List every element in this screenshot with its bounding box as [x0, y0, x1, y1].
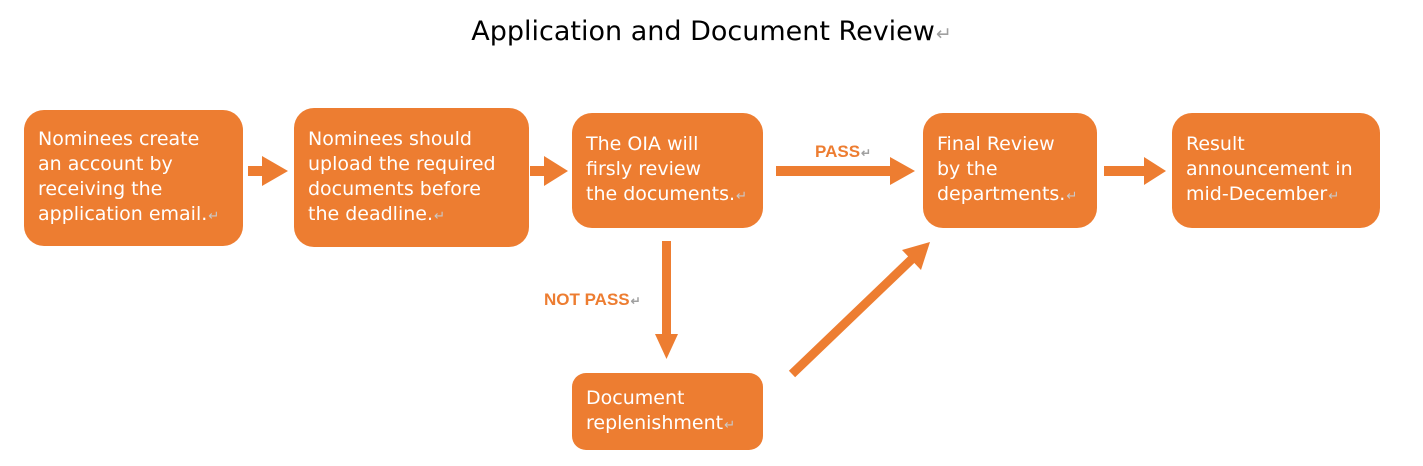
step-result-announcement: Result announcement in mid-December↵ — [1172, 113, 1380, 228]
arrow-pass — [776, 157, 915, 185]
step-upload-documents: Nominees should upload the required docu… — [294, 108, 529, 247]
step-oia-review: The OIA will firsly review the documents… — [572, 113, 763, 228]
title-text: Application and Document Review — [471, 16, 935, 47]
step-text: Final Review by the departments.↵ — [937, 133, 1078, 205]
paragraph-mark-icon: ↵ — [724, 417, 736, 433]
paragraph-mark-icon: ↵ — [434, 208, 446, 224]
step-text: Result announcement in mid-December↵ — [1186, 133, 1353, 205]
paragraph-mark-icon: ↵ — [208, 209, 220, 224]
pass-text: PASS↵ — [815, 142, 872, 161]
paragraph-mark-icon: ↵ — [1328, 189, 1340, 204]
arrow-final-to-result — [1104, 157, 1166, 185]
paragraph-mark-icon: ↵ — [630, 294, 641, 308]
step-text: The OIA will firsly review the documents… — [586, 133, 748, 205]
paragraph-mark-icon: ↵ — [935, 23, 952, 45]
arrow-replenish-to-final — [788, 242, 930, 378]
step-create-account: Nominees create an account by receiving … — [24, 110, 243, 246]
pass-label: PASS↵ — [815, 142, 871, 162]
arrow-upload-to-review — [530, 156, 568, 186]
arrow-not-pass — [655, 241, 678, 359]
step-text: Nominees should upload the required docu… — [308, 127, 496, 225]
step-document-replenishment: Document replenishment↵ — [572, 373, 763, 450]
step-final-review: Final Review by the departments.↵ — [923, 113, 1097, 228]
paragraph-mark-icon: ↵ — [861, 146, 872, 160]
step-text: Nominees create an account by receiving … — [38, 128, 220, 225]
not-pass-text: NOT PASS↵ — [544, 290, 641, 309]
arrow-create-to-upload — [248, 156, 288, 186]
paragraph-mark-icon: ↵ — [1066, 189, 1078, 204]
not-pass-label: NOT PASS↵ — [544, 290, 641, 310]
diagram-title: Application and Document Review↵ — [0, 16, 1423, 47]
step-text: Document replenishment↵ — [586, 386, 736, 434]
paragraph-mark-icon: ↵ — [736, 189, 748, 204]
